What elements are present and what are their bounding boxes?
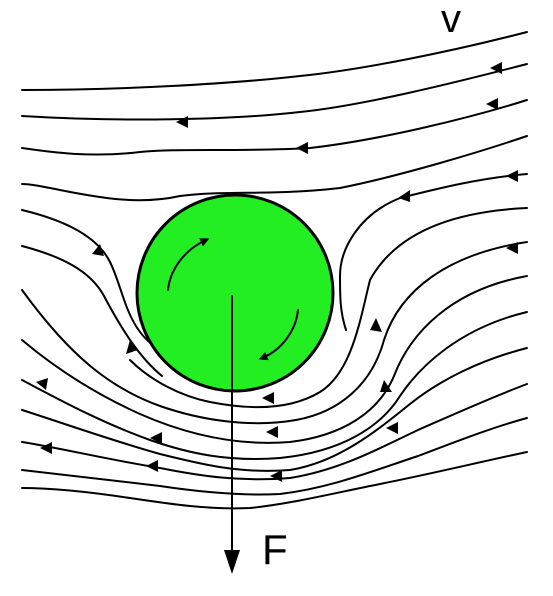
flow-arrow-icon bbox=[92, 244, 104, 256]
flow-arrow-icon bbox=[380, 380, 392, 392]
flow-arrow-icon bbox=[40, 442, 52, 454]
rotation-arrow-lower bbox=[258, 309, 299, 361]
streamline-4 bbox=[21, 135, 528, 202]
streamline-11 bbox=[21, 311, 528, 461]
rotation-arrows bbox=[167, 238, 299, 361]
streamline-15 bbox=[21, 451, 528, 510]
flow-arrow-icon bbox=[176, 116, 188, 128]
rotation-arrow-upper bbox=[167, 238, 210, 291]
flow-arrow-icon bbox=[486, 98, 498, 110]
flow-arrow-icon bbox=[506, 242, 518, 254]
force-label: F bbox=[262, 526, 288, 573]
flow-arrow-icon bbox=[266, 426, 278, 438]
flow-arrow-icon bbox=[386, 422, 398, 434]
force-arrow-head-icon bbox=[224, 550, 240, 574]
flow-arrow-icon bbox=[296, 142, 308, 154]
force-vector bbox=[224, 295, 240, 574]
flow-arrow-icon bbox=[126, 340, 138, 354]
streamline-6 bbox=[21, 209, 161, 351]
streamline-1 bbox=[21, 31, 528, 91]
streamline-3 bbox=[21, 99, 528, 156]
streamline-13 bbox=[21, 383, 528, 481]
streamline-9 bbox=[21, 241, 528, 425]
streamline-7 bbox=[129, 207, 528, 409]
flow-arrow-icon bbox=[150, 432, 162, 444]
streamline-5 bbox=[339, 173, 528, 331]
streamline-12 bbox=[21, 347, 528, 472]
flow-arrow-icon bbox=[398, 190, 410, 202]
streamline-8 bbox=[21, 245, 163, 377]
streamline-2 bbox=[21, 63, 528, 121]
flow-arrow-icon bbox=[370, 318, 382, 332]
flow-arrow-icon bbox=[270, 470, 282, 482]
flow-arrow-icon bbox=[262, 392, 274, 404]
rotating-ball bbox=[135, 193, 335, 393]
streamline-10 bbox=[21, 275, 528, 444]
velocity-label: v bbox=[441, 0, 461, 41]
streamline-14 bbox=[21, 417, 528, 496]
flow-arrow-icon bbox=[490, 62, 502, 74]
flow-arrow-icon bbox=[36, 378, 48, 390]
streamlines bbox=[21, 31, 528, 510]
flow-arrowheads bbox=[36, 62, 518, 482]
flow-arrow-icon bbox=[146, 460, 158, 472]
flow-arrow-icon bbox=[506, 170, 518, 182]
